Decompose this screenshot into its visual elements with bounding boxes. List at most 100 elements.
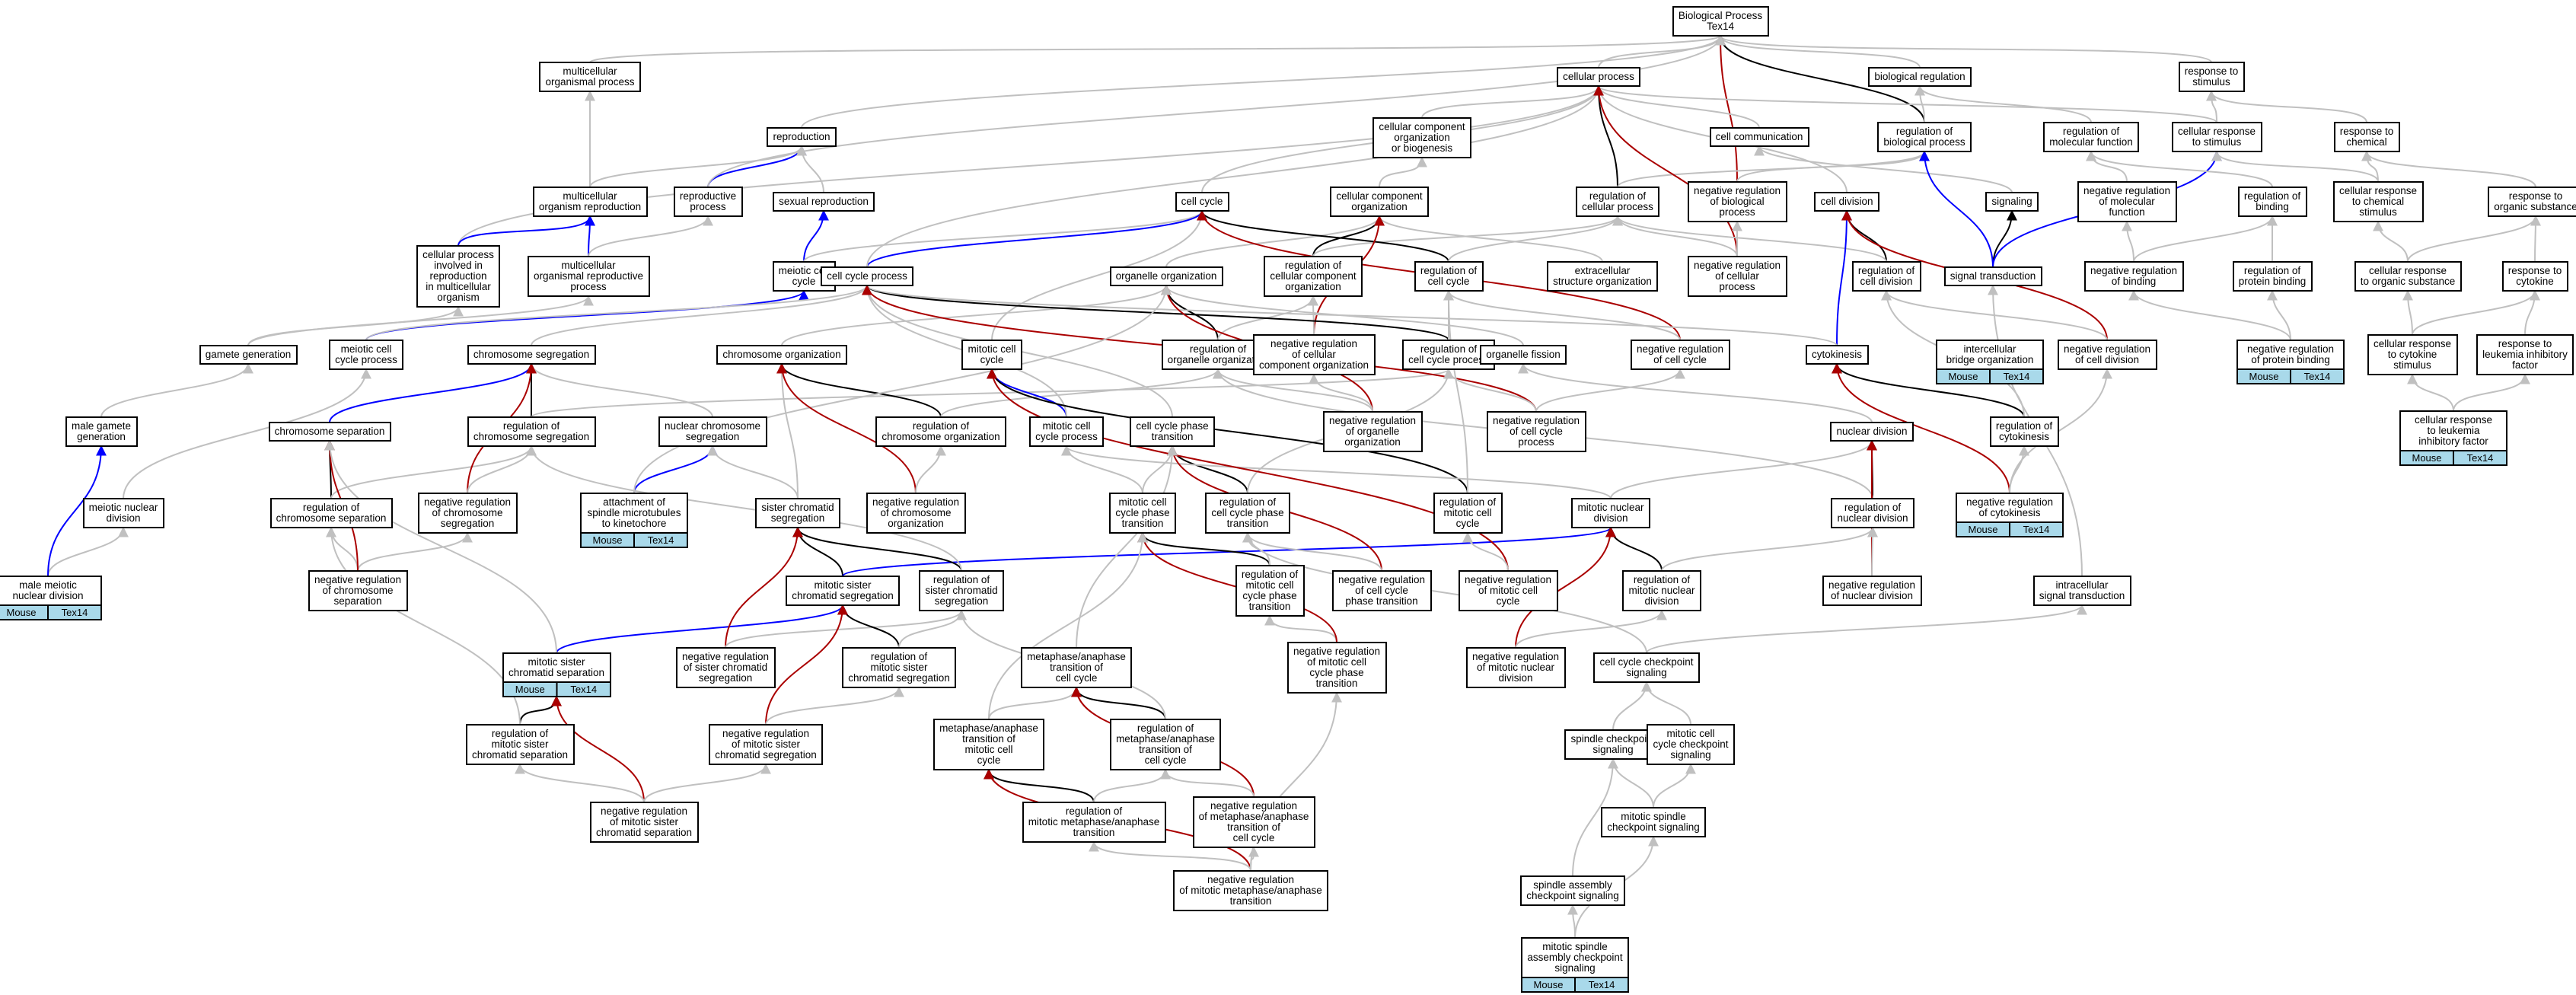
go-term-node[interactable]: gamete generation <box>199 345 298 365</box>
go-term-node[interactable]: cell division <box>1814 192 1879 212</box>
go-term-node[interactable]: signal transduction <box>1944 266 2042 286</box>
go-term-node[interactable]: cell cycle <box>1175 192 1229 212</box>
go-term-node[interactable]: cell cycle process <box>821 266 913 286</box>
go-term-node[interactable]: cellular process <box>1557 67 1640 87</box>
go-term-node[interactable]: chromosome organization <box>716 345 847 365</box>
go-term-node[interactable]: organelle organization <box>1110 266 1223 286</box>
go-term-node[interactable]: regulation ofmetaphase/anaphasetransitio… <box>1110 719 1221 770</box>
go-term-node[interactable]: cell communication <box>1710 127 1809 147</box>
go-term-node[interactable]: chromosome separation <box>269 422 391 442</box>
go-term-node[interactable]: sexual reproduction <box>773 192 875 212</box>
go-term-node[interactable]: chromosome segregation <box>467 345 596 365</box>
go-term-node[interactable]: reproduction <box>767 127 837 147</box>
go-term-node[interactable]: biological regulation <box>1868 67 1972 87</box>
go-term-node[interactable]: organelle fission <box>1480 345 1567 365</box>
go-term-node[interactable]: signaling <box>1985 192 2039 212</box>
